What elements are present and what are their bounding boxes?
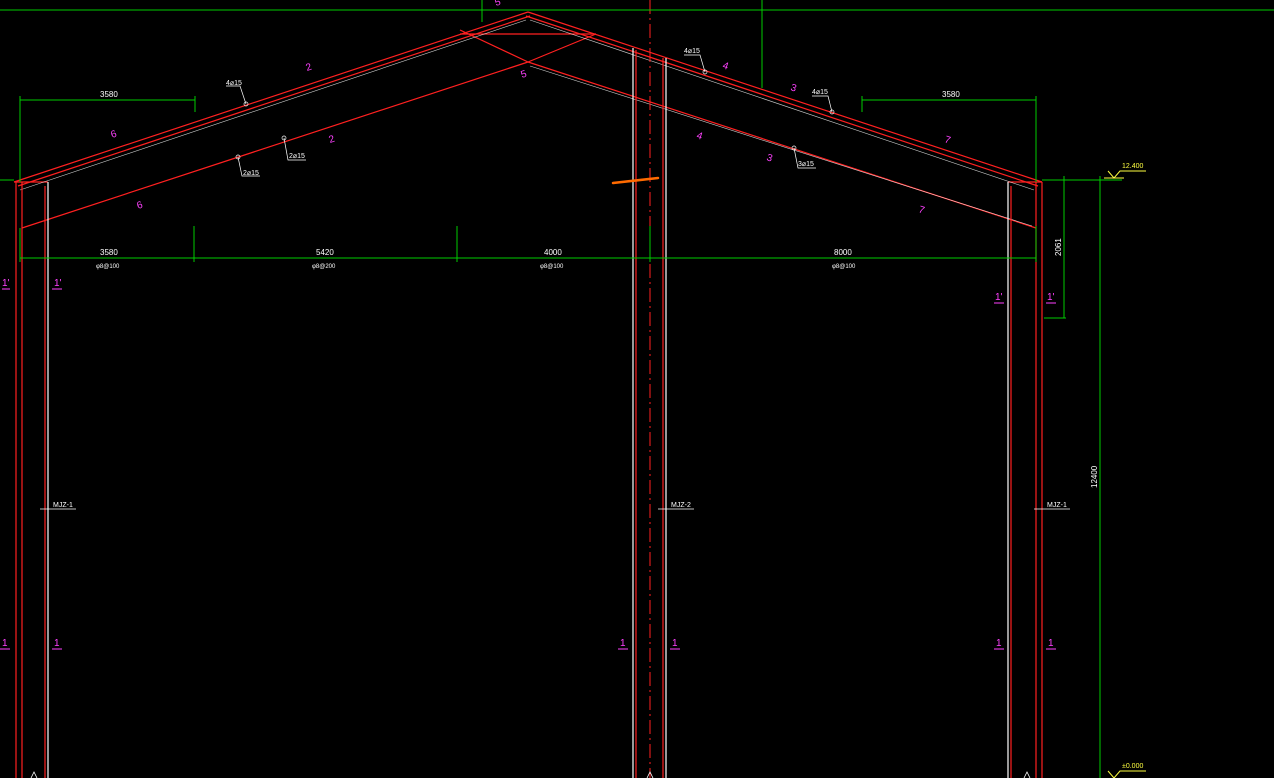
roof-structure — [13, 11, 1043, 229]
section-mark-roof-left-1: 2 — [305, 62, 314, 74]
rebar-label-right-upper-a: 4⌀15 — [684, 48, 700, 55]
elevation-markers — [1104, 170, 1146, 778]
section-mark-col-upper-2: 1' — [54, 278, 62, 289]
section-mark-roof-right-4: 4 — [695, 130, 704, 142]
leader-2 — [283, 137, 306, 161]
left-roof-white-line — [19, 19, 527, 191]
section-mark-roof-right-1: 4 — [721, 60, 730, 72]
span-text-3: 4000 — [544, 248, 562, 257]
section-mark-roof-right-3: 7 — [943, 134, 952, 146]
elevation-top-symbol — [1107, 170, 1146, 179]
section-mark-col-upper-1: 1' — [2, 278, 10, 289]
axis-marker-right — [1023, 771, 1031, 778]
leader-dot-2 — [281, 135, 287, 141]
span-rebar-3: φ8@100 — [540, 264, 564, 270]
leader-1 — [226, 85, 247, 105]
leader-3 — [237, 156, 260, 177]
section-mark-col-lower-2: 1 — [54, 638, 60, 649]
right-vertical-short-text: 2061 — [1054, 238, 1063, 256]
right-roof-outer-edge — [527, 11, 1043, 183]
leader-dot-5 — [829, 109, 835, 115]
section-mark-col-lower-6: 1 — [1048, 638, 1054, 649]
axis-marker-left — [30, 771, 38, 778]
right-roof-white-line — [529, 19, 1035, 191]
section-mark-roof-right-5: 3 — [765, 152, 774, 164]
rebar-label-left-lower-b: 2⌀15 — [243, 170, 259, 177]
left-roof-outer-edge — [13, 11, 529, 183]
column-label-left: MJZ-1 — [53, 502, 73, 509]
elevation-bottom-symbol — [1107, 770, 1146, 778]
right-vertical-total-text: 12400 — [1090, 465, 1099, 488]
column-label-middle: MJZ-2 — [671, 502, 691, 509]
left-roof-mid-line — [17, 15, 531, 187]
highlight-stroke[interactable] — [611, 176, 660, 185]
span-text-1: 3580 — [100, 248, 118, 257]
left-roof-inner-edge — [21, 61, 529, 229]
leader-dot-3 — [235, 154, 241, 160]
section-mark-roof-left-4: 6 — [136, 200, 145, 212]
section-mark-roof-center-2: 5 — [520, 69, 529, 81]
span-rebar-4: φ8@100 — [832, 264, 856, 270]
leader-dot-4 — [702, 69, 708, 75]
section-mark-roof-right-2: 3 — [789, 82, 798, 94]
section-mark-roof-left-2: 6 — [110, 129, 119, 141]
top-right-span-text: 3580 — [942, 90, 960, 99]
section-mark-col-lower-5: 1 — [996, 638, 1002, 649]
section-mark-col-lower-1: 1 — [2, 638, 8, 649]
section-mark-roof-right-6: 7 — [917, 204, 926, 216]
leader-dot-6 — [791, 145, 797, 151]
section-mark-col-upper-4: 1' — [1047, 292, 1055, 303]
rebar-label-left-upper: 4⌀15 — [226, 80, 242, 87]
axis-markers — [30, 771, 1031, 778]
leader-4 — [684, 54, 706, 73]
roof-inner-lines — [19, 19, 1035, 227]
leader-6 — [793, 147, 816, 169]
span-rebar-1: φ8@100 — [96, 264, 120, 270]
right-roof-mid-line — [525, 15, 1039, 187]
columns — [15, 48, 1043, 778]
rebar-leaders — [40, 54, 1070, 510]
section-mark-col-lower-4: 1 — [672, 638, 678, 649]
section-mark-roof-left-3: 2 — [328, 134, 337, 146]
axis-marker-middle — [646, 771, 654, 778]
ridge-haunch-right — [527, 33, 597, 63]
ridge-haunch-left — [459, 29, 529, 63]
rebar-label-left-lower-a: 2⌀15 — [289, 153, 305, 160]
top-left-span-text: 3580 — [100, 90, 118, 99]
elevation-top-text: 12.400 — [1122, 163, 1144, 170]
section-mark-roof-center-1: 5 — [494, 0, 503, 9]
span-text-4: 8000 — [834, 248, 852, 257]
span-rebar-2: φ8@200 — [312, 264, 336, 270]
rebar-label-right-upper-b: 4⌀15 — [812, 89, 828, 96]
column-label-right: MJZ-1 — [1047, 502, 1067, 509]
span-text-2: 5420 — [316, 248, 334, 257]
elevation-bottom-text: ±0.000 — [1122, 763, 1143, 770]
rebar-label-right-lower: 3⌀15 — [798, 161, 814, 168]
section-mark-col-upper-3: 1' — [995, 292, 1003, 303]
section-mark-ticks — [0, 288, 1056, 650]
leader-dot-1 — [243, 101, 249, 107]
right-roof-white-lower — [529, 65, 1033, 227]
leader-5 — [812, 95, 833, 113]
section-mark-col-lower-3: 1 — [620, 638, 626, 649]
